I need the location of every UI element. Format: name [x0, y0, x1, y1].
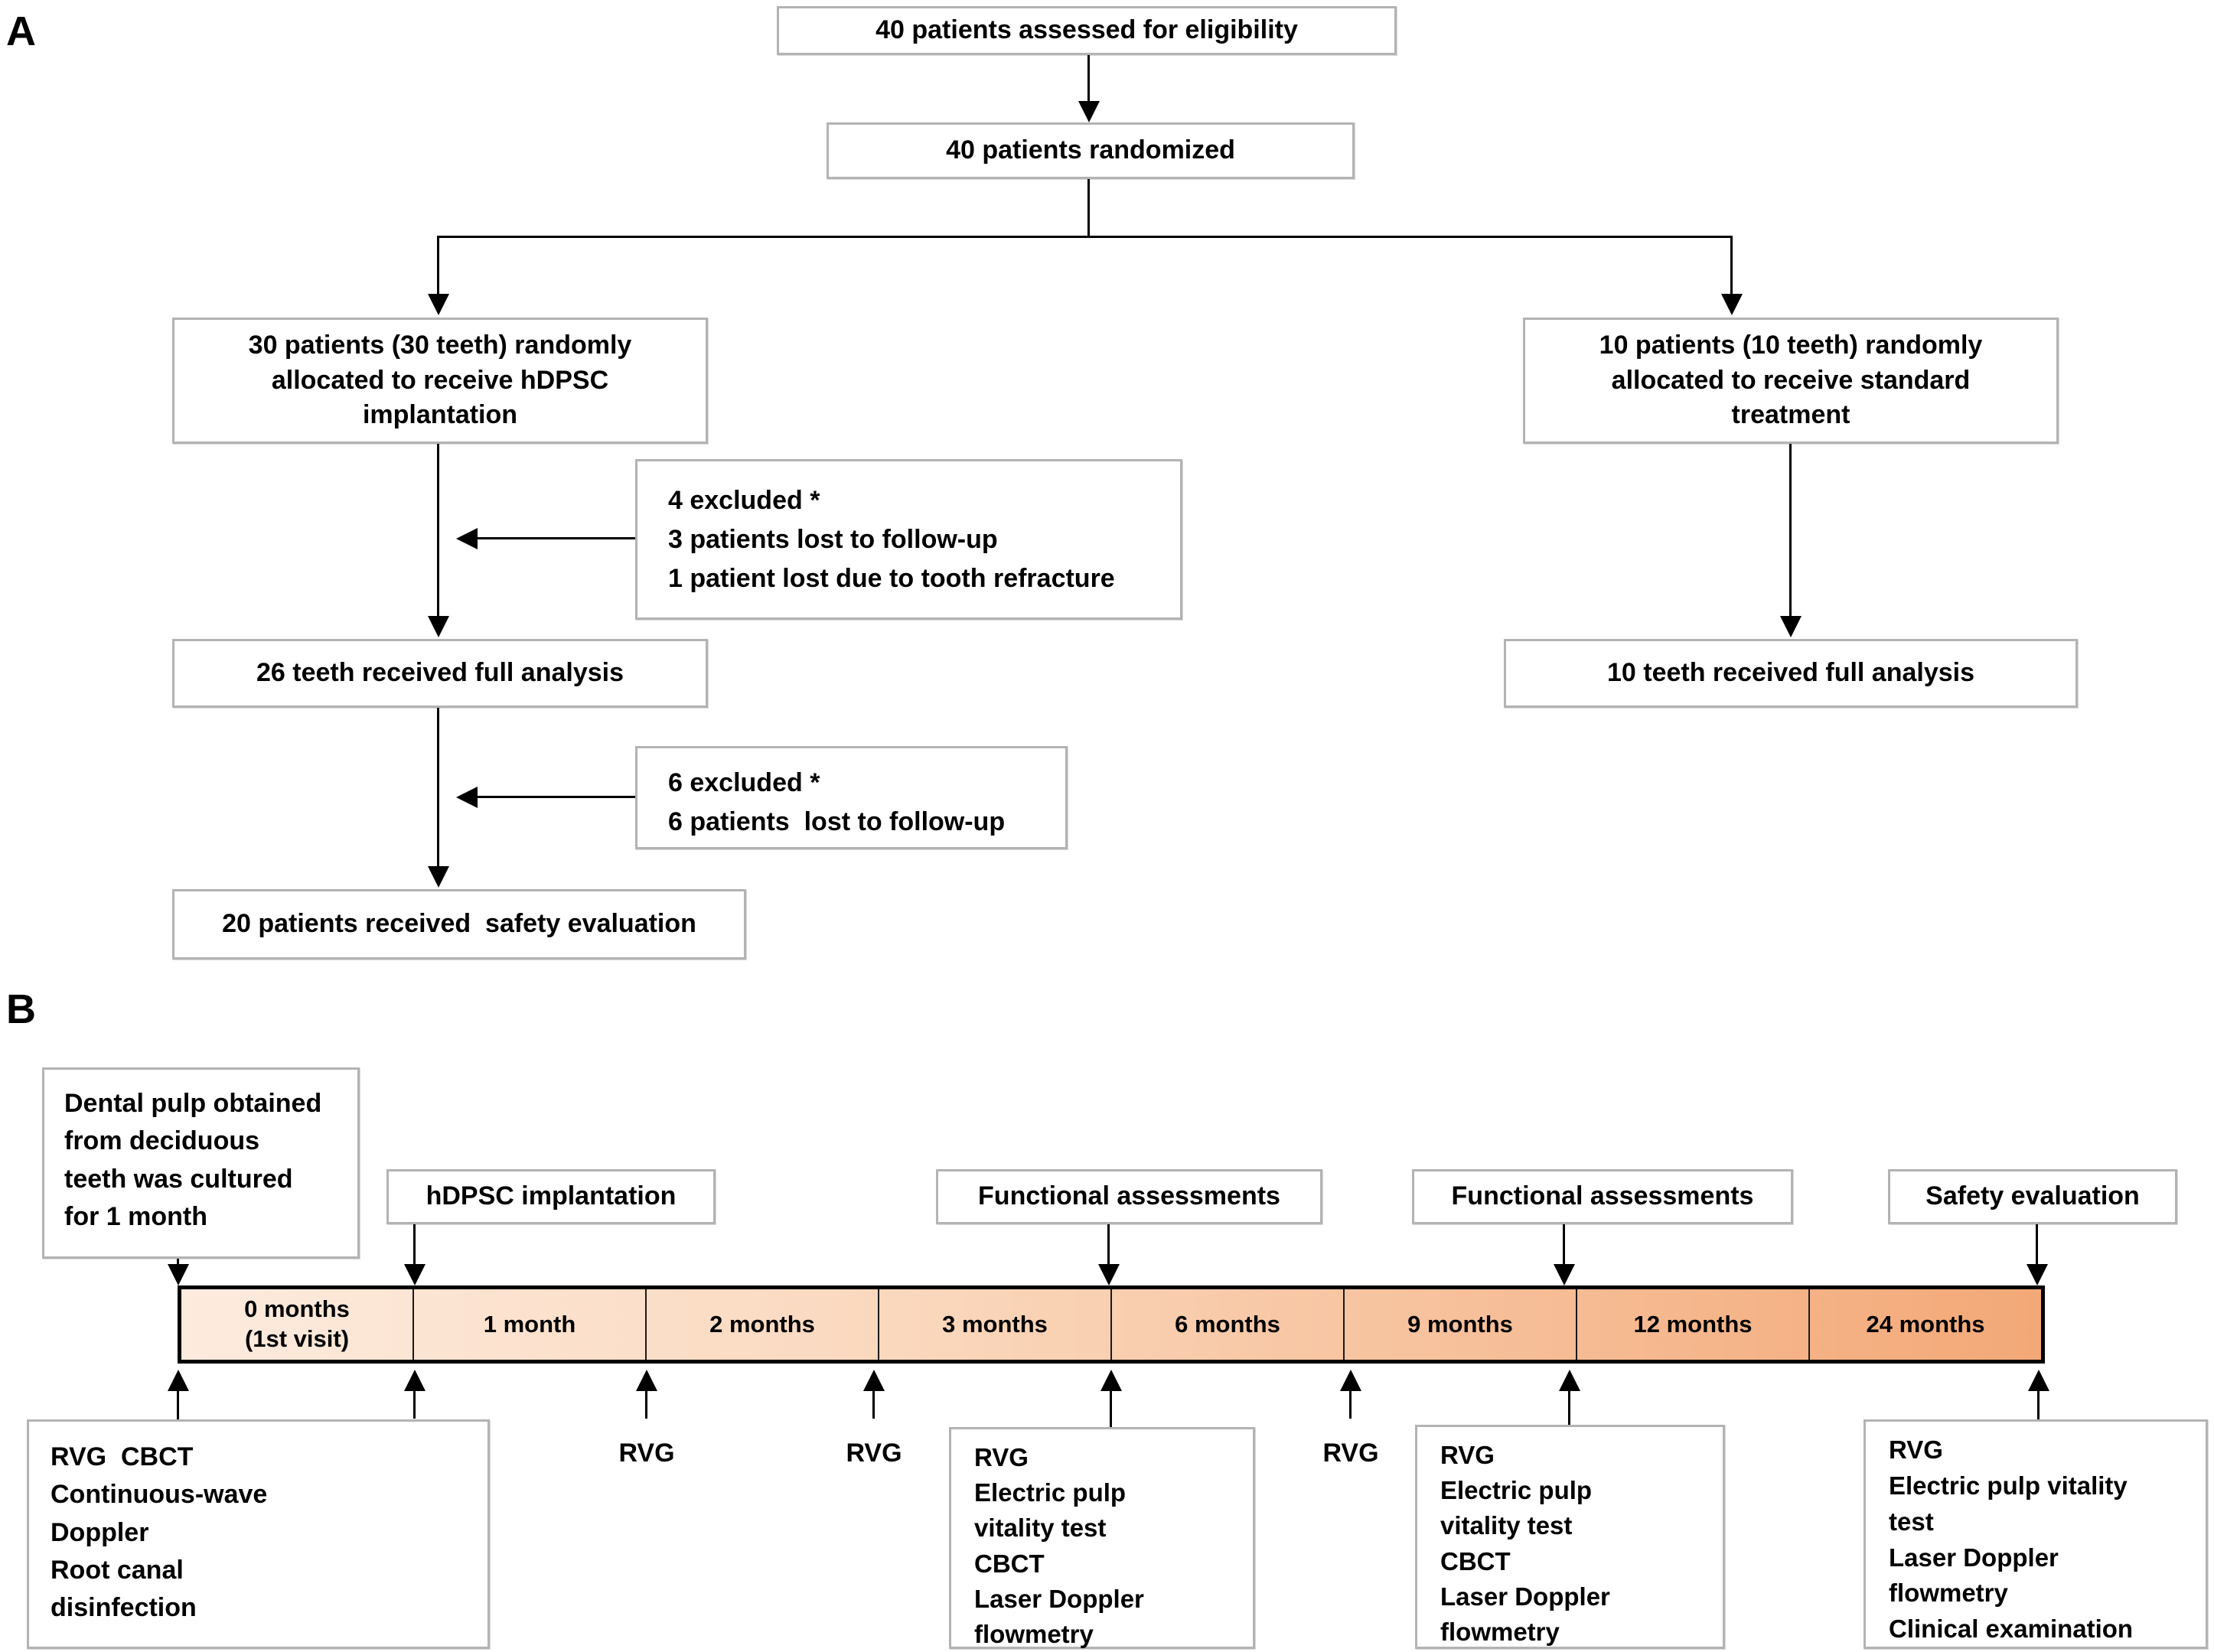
- box-safety-evaluation-label: Safety evaluation: [1888, 1169, 2177, 1224]
- arrow-months-3-6-box-line: [1110, 1390, 1112, 1427]
- arrow-rvg-2-line: [645, 1390, 647, 1419]
- timeline-segment-6-months: 6 months: [1110, 1289, 1343, 1360]
- branch-stem-line: [1087, 179, 1090, 236]
- arrow-assessed-to-randomized-line: [1087, 55, 1090, 103]
- arrow-excluded-6-line: [476, 796, 635, 798]
- arrow-hdpsc-to-26-line: [437, 444, 439, 617]
- rvg-label-2: RVG: [618, 1439, 675, 1468]
- arrow-months-9-12-box-line: [1568, 1390, 1570, 1425]
- box-hdpsc-arm: 30 patients (30 teeth) randomly allocate…: [172, 318, 708, 444]
- arrow-rvg-3-head: [863, 1370, 885, 1391]
- arrow-rvg-1-line: [413, 1390, 416, 1419]
- arrow-baseline-box-head: [168, 1370, 189, 1391]
- arrow-rvg-4-line: [1349, 1390, 1352, 1419]
- arrow-safety-evaluation-head: [2027, 1264, 2048, 1285]
- timeline-segment-3-months: 3 months: [878, 1289, 1110, 1360]
- box-functional-assessments-2: Functional assessments: [1412, 1169, 1793, 1224]
- arrow-functional-1-head: [1098, 1264, 1120, 1285]
- arrow-hdpsc-implantation-line: [413, 1224, 416, 1267]
- box-standard-arm: 10 patients (10 teeth) randomly allocate…: [1523, 318, 2059, 444]
- timeline-segment-2-months: 2 months: [645, 1289, 878, 1360]
- timeline-segment-24-months: 24 months: [1808, 1289, 2041, 1360]
- arrow-months-24-box-head: [2028, 1370, 2049, 1391]
- arrow-rvg-4-head: [1340, 1370, 1361, 1391]
- box-assessed-eligibility: 40 patients assessed for eligibility: [777, 6, 1397, 55]
- arrow-dental-pulp-head: [168, 1264, 189, 1285]
- box-26-full-analysis: 26 teeth received full analysis: [172, 639, 708, 708]
- branch-right-drop-line: [1730, 236, 1733, 295]
- arrow-baseline-box-line: [177, 1390, 179, 1419]
- rvg-label-3: RVG: [846, 1439, 902, 1468]
- arrow-functional-2-head: [1554, 1264, 1575, 1285]
- timeline-bar: 0 months (1st visit) 1 month 2 months 3 …: [178, 1285, 2045, 1364]
- box-excluded-6: 6 excluded * 6 patients lost to follow-u…: [635, 746, 1068, 849]
- arrow-excluded-4-head: [456, 528, 478, 549]
- timeline-segment-0-months: 0 months (1st visit): [244, 1295, 350, 1352]
- branch-left-drop-line: [437, 236, 439, 295]
- box-months-3-6-assessments: RVG Electric pulp vitality test CBCT Las…: [949, 1427, 1255, 1649]
- box-baseline-assessments: RVG CBCT Continuous-wave Doppler Root ca…: [27, 1419, 490, 1649]
- branch-horizontal-line: [437, 236, 1732, 238]
- arrow-months-3-6-box-head: [1100, 1370, 1122, 1391]
- arrow-rvg-3-line: [872, 1390, 875, 1419]
- timeline-segment-9-months: 9 months: [1343, 1289, 1576, 1360]
- branch-right-drop-head: [1721, 294, 1743, 315]
- box-dental-pulp-cultured: Dental pulp obtained from deciduous teet…: [42, 1067, 360, 1259]
- box-months-24-assessments: RVG Electric pulp vitality test Laser Do…: [1863, 1419, 2208, 1649]
- arrow-hdpsc-implantation-head: [404, 1264, 426, 1285]
- timeline-segment-12-months: 12 months: [1576, 1289, 1808, 1360]
- arrow-hdpsc-to-26-head: [428, 616, 449, 637]
- box-months-9-12-assessments: RVG Electric pulp vitality test CBCT Las…: [1415, 1425, 1725, 1649]
- arrow-dental-pulp-line: [177, 1259, 179, 1268]
- arrow-functional-2-line: [1563, 1224, 1565, 1267]
- arrow-standard-to-10-line: [1789, 444, 1792, 617]
- arrow-excluded-4-line: [476, 537, 635, 539]
- timeline-segment-1-month: 1 month: [412, 1289, 645, 1360]
- arrow-months-24-box-line: [2037, 1390, 2040, 1419]
- arrow-standard-to-10-head: [1780, 616, 1802, 637]
- box-randomized: 40 patients randomized: [827, 122, 1355, 179]
- arrow-months-9-12-box-head: [1559, 1370, 1580, 1391]
- box-20-safety-evaluation: 20 patients received safety evaluation: [172, 889, 746, 960]
- box-hdpsc-implantation: hDPSC implantation: [386, 1169, 716, 1224]
- panel-b-label: B: [6, 986, 36, 1032]
- branch-left-drop-head: [428, 294, 449, 315]
- box-excluded-4: 4 excluded * 3 patients lost to follow-u…: [635, 459, 1182, 620]
- box-functional-assessments-1: Functional assessments: [936, 1169, 1322, 1224]
- arrow-excluded-6-head: [456, 787, 478, 808]
- panel-a-label: A: [6, 8, 36, 54]
- rvg-label-4: RVG: [1322, 1439, 1379, 1468]
- arrow-rvg-2-head: [636, 1370, 657, 1391]
- arrow-26-to-safety-head: [428, 866, 449, 888]
- arrow-rvg-1-head: [404, 1370, 426, 1391]
- arrow-safety-evaluation-line: [2036, 1224, 2038, 1267]
- arrow-assessed-to-randomized-head: [1078, 101, 1100, 122]
- arrow-functional-1-line: [1107, 1224, 1110, 1267]
- arrow-26-to-safety-line: [437, 708, 439, 868]
- box-10-full-analysis: 10 teeth received full analysis: [1504, 639, 2078, 708]
